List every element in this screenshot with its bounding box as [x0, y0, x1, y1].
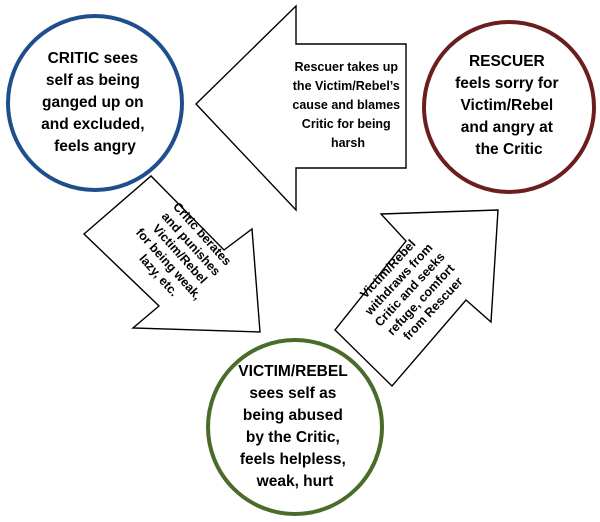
node-victim-rebel-circle	[206, 338, 384, 516]
node-rescuer-line-2: feels sorry for	[455, 75, 558, 92]
arrow-victim-to-rescuer-shape	[334, 209, 499, 388]
arrow-rescuer-to-critic-line-1: Rescuer takes up	[294, 60, 398, 74]
node-critic-text: CRITIC sees self as being ganged up on a…	[41, 50, 149, 155]
arrow-victim-to-rescuer: Victim/Rebel withdraws from Critic and s…	[334, 209, 499, 388]
node-critic-line-1: CRITIC sees	[48, 50, 138, 67]
node-critic-line-4: and excluded,	[41, 116, 144, 133]
node-victim-rebel-line-1: VICTIM/REBEL	[238, 363, 347, 380]
node-critic: CRITIC sees self as being ganged up on a…	[6, 14, 184, 192]
node-rescuer-line-4: and angry at	[461, 119, 553, 136]
node-rescuer-line-3: Victim/Rebel	[460, 97, 553, 114]
node-critic-line-2: self as being	[46, 72, 140, 89]
node-rescuer-circle	[422, 20, 596, 194]
node-victim-rebel: VICTIM/REBEL sees self as being abused b…	[206, 338, 384, 516]
node-victim-rebel-text: VICTIM/REBEL sees self as being abused b…	[238, 363, 351, 490]
node-rescuer-text: RESCUER feels sorry for Victim/Rebel and…	[455, 53, 563, 158]
arrow-rescuer-to-critic-line-4: Critic for being	[302, 117, 391, 131]
node-rescuer-line-5: the Critic	[475, 141, 543, 158]
arrow-critic-to-victim-shape	[82, 175, 261, 333]
arrow-rescuer-to-critic-line-2: the Victim/Rebel’s	[293, 79, 400, 93]
node-victim-rebel-line-3: being abused	[243, 407, 343, 424]
arrow-rescuer-to-critic-line-3: cause and blames	[292, 98, 400, 112]
node-victim-rebel-line-5: feels helpless,	[240, 451, 346, 468]
node-critic-circle	[6, 14, 184, 192]
arrow-rescuer-to-critic: Rescuer takes up the Victim/Rebel’s caus…	[195, 4, 407, 212]
node-rescuer-line-1: RESCUER	[469, 53, 545, 70]
node-victim-rebel-line-6: weak, hurt	[256, 473, 334, 490]
arrow-rescuer-to-critic-shape	[195, 4, 407, 212]
arrow-rescuer-to-critic-line-5: harsh	[331, 136, 365, 150]
node-victim-rebel-line-4: by the Critic,	[246, 429, 340, 446]
node-critic-line-3: ganged up on	[42, 94, 144, 111]
node-victim-rebel-line-2: sees self as	[249, 385, 336, 402]
arrow-critic-to-victim: Critic berates and punishes Victim/Rebel…	[82, 175, 261, 333]
arrow-rescuer-to-critic-text: Rescuer takes up the Victim/Rebel’s caus…	[292, 60, 403, 150]
node-critic-line-5: feels angry	[54, 138, 136, 155]
node-rescuer: RESCUER feels sorry for Victim/Rebel and…	[422, 20, 596, 194]
